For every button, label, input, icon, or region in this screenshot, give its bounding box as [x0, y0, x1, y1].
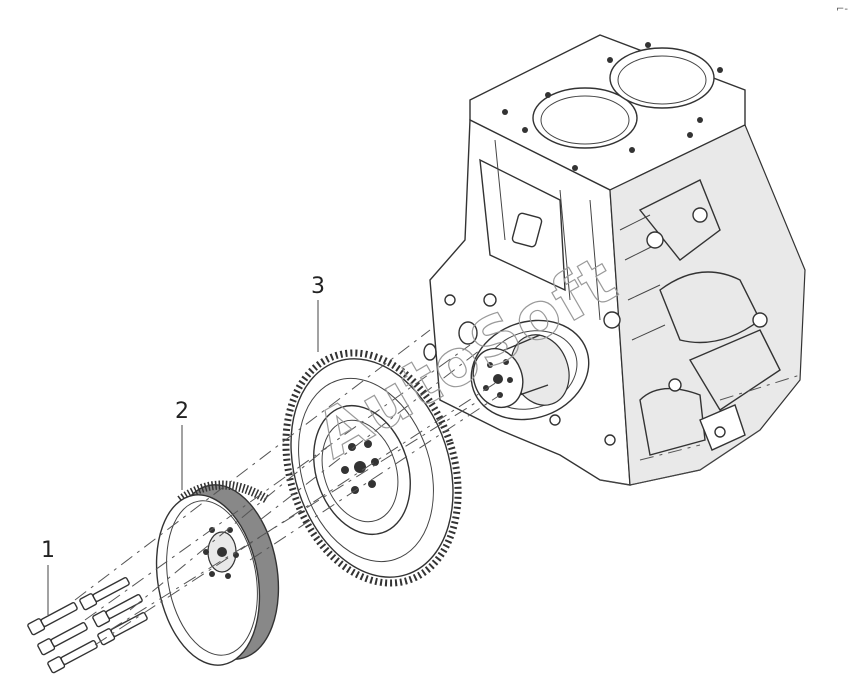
callout-3: 3 [311, 274, 325, 299]
pulley [155, 480, 280, 666]
engine-block [423, 34, 806, 486]
assembly-centerlines [74, 329, 501, 646]
leader-lines [47, 300, 319, 615]
corner-mark: ⌐- [836, 4, 848, 15]
flywheel [282, 349, 462, 587]
bolts [27, 577, 148, 674]
callout-1: 1 [41, 538, 55, 563]
callout-2: 2 [175, 399, 189, 424]
